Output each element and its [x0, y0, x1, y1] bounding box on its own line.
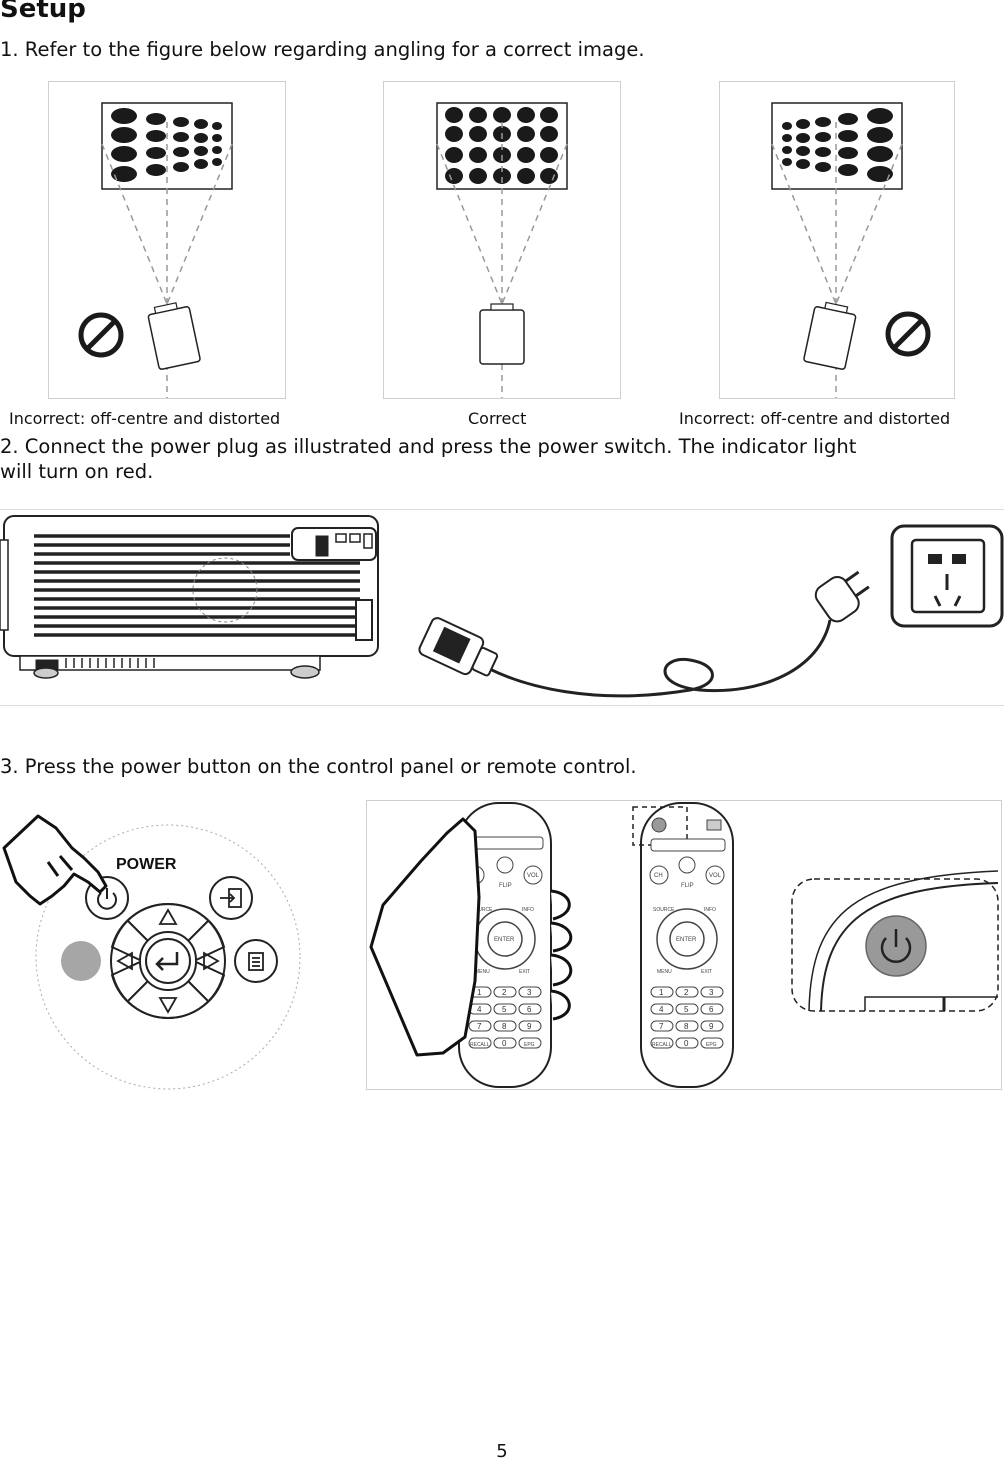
digit-7: 7	[659, 1022, 664, 1031]
enter-label: ENTER	[676, 937, 697, 943]
figure-correct	[383, 81, 621, 399]
prohibited-icon	[78, 312, 124, 358]
digit-1: 1	[477, 988, 482, 997]
figure-power-connection	[0, 509, 1004, 706]
input-button[interactable]	[209, 876, 253, 920]
digit-6: 6	[709, 1005, 714, 1014]
power-icon	[880, 929, 912, 964]
info-label: INFO	[704, 907, 716, 913]
recall-label: RECALL	[652, 1042, 672, 1048]
dpad[interactable]	[110, 902, 226, 1020]
ch-label: CH	[654, 873, 663, 879]
figure-control-panel: POWER	[0, 800, 360, 1100]
step-2-text-line1: 2. Connect the power plug as illustrated…	[0, 435, 857, 458]
enter-icon	[155, 952, 179, 971]
exit-label: EXIT	[701, 969, 712, 975]
digit-5: 5	[684, 1005, 689, 1014]
page-title: Setup	[0, 0, 86, 24]
digit-2: 2	[502, 988, 507, 997]
digit-2: 2	[684, 988, 689, 997]
digit-3: 3	[709, 988, 714, 997]
source-label: SOURCE	[653, 907, 675, 913]
recall-label: RECALL	[470, 1042, 490, 1048]
info-label: INFO	[522, 907, 534, 913]
caption-incorrect-left: Incorrect: off-centre and distorted	[9, 409, 281, 428]
digit-3: 3	[527, 988, 532, 997]
source-label: SOURCE	[471, 907, 493, 913]
step-2-text-line2: will turn on red.	[0, 460, 154, 483]
power-icon	[97, 888, 117, 910]
step-3-text: 3. Press the power button on the control…	[0, 755, 637, 778]
menu-icon	[248, 952, 264, 971]
power-button-zoom	[791, 870, 999, 1012]
figure-incorrect-right	[719, 81, 955, 399]
menu-label: MENU	[657, 969, 672, 975]
figure-remote-control: CH VOL FLIP ENTER SOURCE INFO MENU EXIT …	[366, 800, 1002, 1090]
remote-in-hand: CH VOL FLIP ENTER SOURCE INFO MENU EXIT …	[369, 802, 573, 1088]
caption-correct: Correct	[468, 409, 527, 428]
digit-8: 8	[502, 1022, 507, 1031]
step-1-text: 1. Refer to the figure below regarding a…	[0, 38, 645, 61]
digit-0: 0	[502, 1039, 507, 1048]
right-arrow-icon	[203, 951, 220, 971]
digit-1: 1	[659, 988, 664, 997]
page-number: 5	[496, 1441, 508, 1462]
wall-outlet	[890, 524, 1004, 628]
digit-9: 9	[709, 1022, 714, 1031]
digit-0: 0	[684, 1039, 689, 1048]
input-icon	[220, 888, 242, 908]
caption-incorrect-right: Incorrect: off-centre and distorted	[679, 409, 951, 428]
power-cable	[418, 570, 870, 698]
digit-6: 6	[527, 1005, 532, 1014]
power-label: POWER	[116, 856, 177, 873]
flip-label: FLIP	[499, 883, 512, 889]
digit-4: 4	[659, 1005, 664, 1014]
figure-incorrect-left	[48, 81, 286, 399]
digit-8: 8	[684, 1022, 689, 1031]
indicator-light	[61, 941, 101, 981]
menu-label: MENU	[475, 969, 490, 975]
enter-label: ENTER	[494, 937, 515, 943]
projector-illustration	[0, 515, 379, 679]
digit-7: 7	[477, 1022, 482, 1031]
up-arrow-icon	[158, 908, 178, 925]
flip-label: FLIP	[681, 883, 694, 889]
menu-button[interactable]	[234, 939, 278, 983]
epg-label: EPG	[524, 1042, 535, 1048]
hand-icon	[369, 817, 573, 1057]
exit-label: EXIT	[519, 969, 530, 975]
remote-power-button[interactable]	[651, 817, 667, 833]
hand-pointer-icon	[2, 814, 108, 906]
digit-9: 9	[527, 1022, 532, 1031]
down-arrow-icon	[158, 997, 178, 1014]
prohibited-icon	[885, 311, 931, 357]
epg-label: EPG	[706, 1042, 717, 1048]
vol-label: VOL	[527, 873, 540, 879]
digit-5: 5	[502, 1005, 507, 1014]
vol-label: VOL	[709, 873, 722, 879]
remote-front: CH VOL FLIP ENTER SOURCE INFO MENU EXIT …	[632, 802, 734, 1088]
digit-4: 4	[477, 1005, 482, 1014]
left-arrow-icon	[116, 951, 133, 971]
